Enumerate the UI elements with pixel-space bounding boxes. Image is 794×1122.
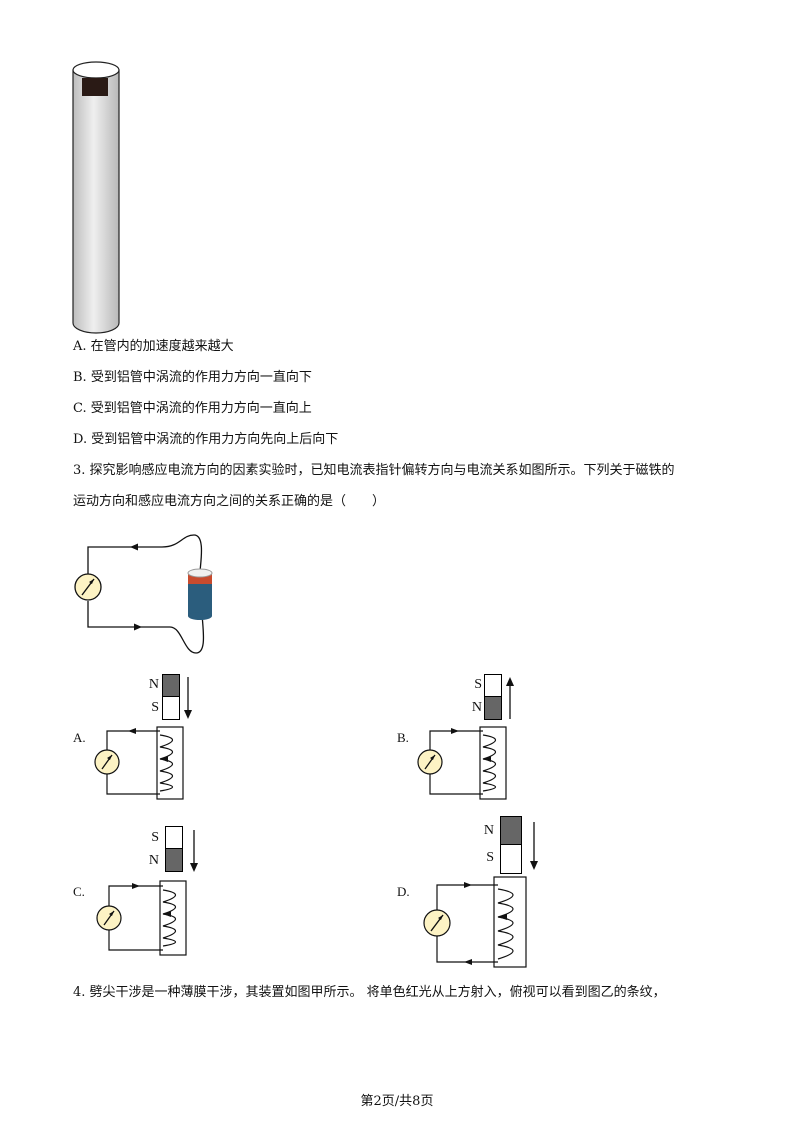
question3-line2: 运动方向和感应电流方向之间的关系正确的是（ ）	[73, 494, 386, 509]
arrow-d-down-icon	[530, 822, 538, 870]
pole-c-top: S	[151, 830, 159, 845]
battery-galvanometer-circuit	[74, 534, 213, 654]
question4-line1: 4. 劈尖干涉是一种薄膜干涉，其装置如图甲所示。 将单色红光从上方射入，俯视可以…	[73, 985, 666, 1000]
pole-b-bottom: N	[471, 700, 482, 715]
question3-line1: 3. 探究影响感应电流方向的因素实验时，已知电流表指针偏转方向与电流关系如图所示…	[73, 463, 675, 478]
option-a: A. 在管内的加速度越来越大	[73, 339, 234, 354]
diagram-d-label: D.	[397, 884, 410, 899]
pole-a-top: N	[148, 677, 159, 692]
pole-d-bottom: S	[486, 850, 494, 865]
coil-circuit-b	[417, 726, 507, 800]
aluminum-tube-figure	[72, 61, 120, 334]
diagram-b-label: B.	[397, 730, 409, 745]
arrow-b-up-icon	[506, 677, 514, 719]
coil-circuit-c	[96, 880, 187, 956]
arrow-a-down-icon	[184, 677, 192, 719]
magnet-c	[165, 826, 183, 872]
coil-circuit-a	[94, 726, 184, 800]
arrow-c-down-icon	[190, 830, 198, 872]
diagram-a-label: A.	[73, 730, 86, 745]
coil-circuit-d	[423, 876, 527, 968]
pole-d-top: N	[483, 823, 494, 838]
magnet-d	[500, 816, 522, 874]
magnet-b	[484, 674, 502, 720]
option-d: D. 受到铝管中涡流的作用力方向先向上后向下	[73, 432, 339, 447]
option-b: B. 受到铝管中涡流的作用力方向一直向下	[73, 370, 312, 385]
diagram-c-label: C.	[73, 884, 85, 899]
page-footer: 第2页/共8页	[360, 1094, 434, 1109]
option-c: C. 受到铝管中涡流的作用力方向一直向上	[73, 401, 312, 416]
pole-c-bottom: N	[148, 853, 159, 868]
magnet-block	[82, 78, 108, 96]
pole-a-bottom: S	[151, 700, 159, 715]
pole-b-top: S	[474, 677, 482, 692]
magnet-a	[162, 674, 180, 720]
